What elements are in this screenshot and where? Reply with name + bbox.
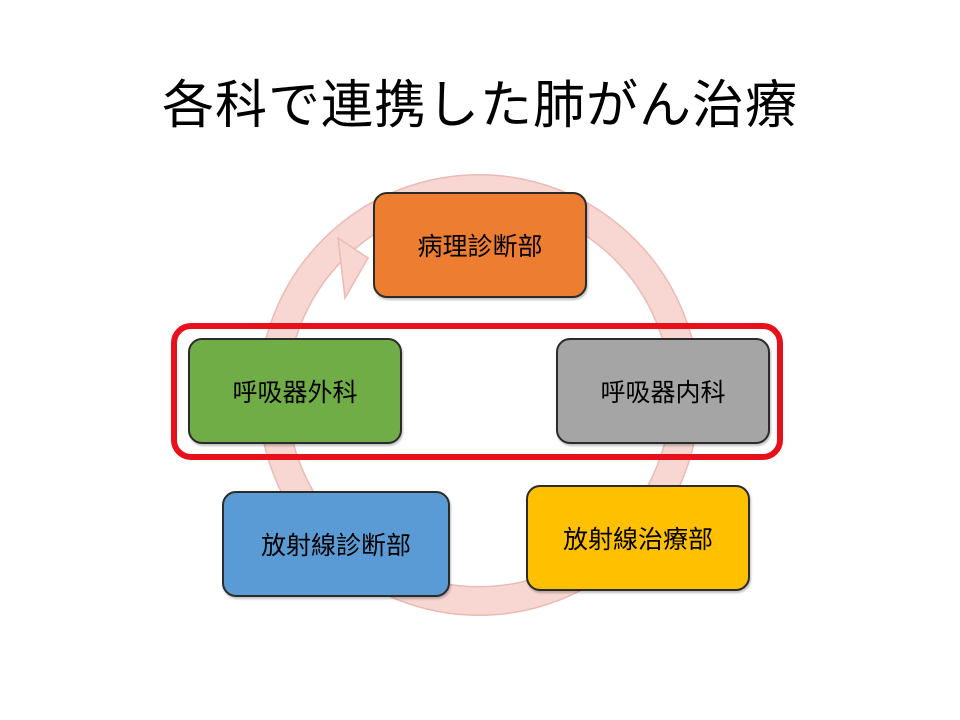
node-pulmonary-medicine-label: 呼吸器内科	[600, 378, 726, 407]
node-radiation-therapy: 放射線治療部	[526, 485, 750, 591]
node-pathology-label: 病理診断部	[417, 232, 543, 261]
node-pathology: 病理診断部	[373, 192, 587, 298]
node-pulmonary-medicine: 呼吸器内科	[556, 338, 770, 444]
node-radiation-therapy-label: 放射線治療部	[562, 525, 713, 554]
node-thoracic-surgery-label: 呼吸器外科	[232, 378, 358, 407]
cycle-arrow-head	[337, 236, 370, 301]
slide-title: 各科で連携した肺がん治療	[161, 76, 798, 136]
node-radiology-label: 放射線診断部	[260, 531, 411, 560]
node-radiology: 放射線診断部	[222, 491, 450, 597]
node-thoracic-surgery: 呼吸器外科	[188, 338, 402, 444]
highlight-frame	[171, 323, 783, 460]
